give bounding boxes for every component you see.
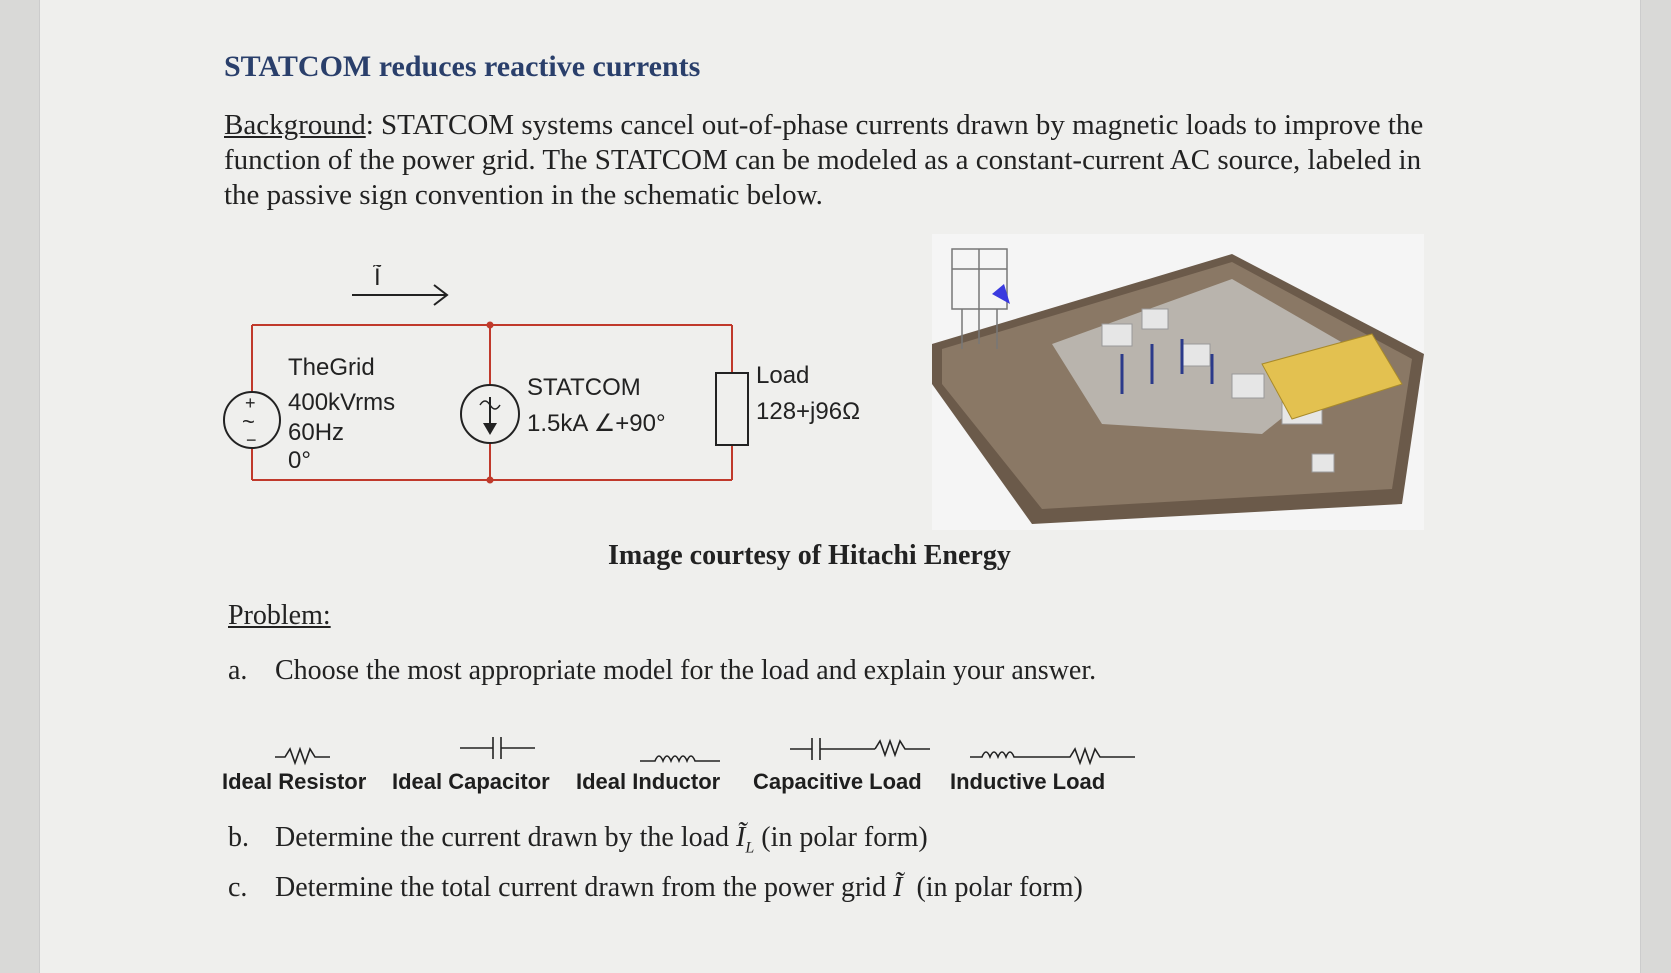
load-current-symbol: Ĩ bbox=[736, 822, 746, 853]
circuit-schematic: Ĩ + ~ − TheGrid 400kVrms 60Hz 0° STATCOM… bbox=[223, 265, 860, 484]
capacitive-load-symbol bbox=[790, 738, 930, 760]
model-ideal-inductor: Ideal Inductor bbox=[576, 769, 721, 794]
problem-label: Problem: bbox=[228, 600, 331, 631]
page-title: STATCOM reduces reactive currents bbox=[224, 50, 701, 83]
model-inductive-load: Inductive Load bbox=[950, 769, 1106, 794]
question-b-letter: b. bbox=[228, 822, 249, 853]
grid-minus: − bbox=[246, 430, 257, 450]
statcom-arrow-head bbox=[483, 423, 497, 435]
statcom-value: 1.5kA ∠+90° bbox=[527, 410, 666, 437]
statcom-source-symbol bbox=[460, 384, 520, 444]
inductive-load-symbol bbox=[970, 746, 1135, 766]
node-top bbox=[486, 321, 494, 329]
substation-photo bbox=[932, 234, 1424, 530]
capacitor-symbol bbox=[460, 737, 535, 759]
node-bottom bbox=[486, 476, 494, 484]
question-b-suffix: (in polar form) bbox=[761, 822, 928, 853]
grid-phase: 0° bbox=[288, 447, 311, 474]
question-b: b. Determine the current drawn by the loa… bbox=[228, 822, 928, 858]
model-ideal-resistor: Ideal Resistor bbox=[222, 769, 367, 794]
question-a-letter: a. bbox=[228, 655, 248, 686]
question-b-text: Determine the current drawn by the load bbox=[275, 822, 730, 853]
resistor-symbol bbox=[275, 746, 330, 766]
grid-name: TheGrid bbox=[288, 354, 375, 381]
question-c-suffix: (in polar form) bbox=[916, 872, 1083, 903]
question-c: c. Determine the total current drawn from… bbox=[228, 872, 1083, 904]
image-caption: Image courtesy of Hitachi Energy bbox=[608, 540, 1011, 571]
grid-plus: + bbox=[245, 393, 256, 413]
grid-voltage: 400kVrms bbox=[288, 389, 395, 416]
grid-tilde: ~ bbox=[242, 409, 255, 434]
question-a: a. Choose the most appropriate model for … bbox=[228, 655, 1096, 687]
question-a-text: Choose the most appropriate model for th… bbox=[275, 655, 1097, 686]
load-current-subscript: L bbox=[745, 839, 755, 857]
grid-current-symbol: Ĩ bbox=[893, 872, 903, 903]
model-symbols bbox=[275, 737, 1135, 766]
load-name: Load bbox=[756, 362, 809, 389]
background-text: : STATCOM systems cancel out-of-phase cu… bbox=[224, 109, 1424, 211]
statcom-name: STATCOM bbox=[527, 374, 641, 401]
load-symbol bbox=[715, 372, 749, 446]
statcom-tilde bbox=[479, 400, 501, 410]
model-capacitive-load: Capacitive Load bbox=[753, 769, 922, 794]
load-model-options: Ideal Resistor Ideal Capacitor Ideal Ind… bbox=[222, 735, 1230, 805]
model-ideal-capacitor: Ideal Capacitor bbox=[392, 769, 550, 794]
current-label: Ĩ bbox=[373, 265, 382, 291]
question-c-text: Determine the total current drawn from t… bbox=[275, 872, 887, 903]
grid-frequency: 60Hz bbox=[288, 419, 344, 446]
inductor-symbol bbox=[640, 755, 720, 764]
background-label: Background bbox=[224, 109, 366, 141]
background-paragraph: Background: STATCOM systems cancel out-o… bbox=[224, 108, 1424, 213]
current-arrow-head bbox=[433, 284, 449, 306]
grid-source-symbol bbox=[223, 391, 281, 449]
question-c-letter: c. bbox=[228, 872, 248, 903]
load-value: 128+j96Ω bbox=[756, 398, 860, 425]
